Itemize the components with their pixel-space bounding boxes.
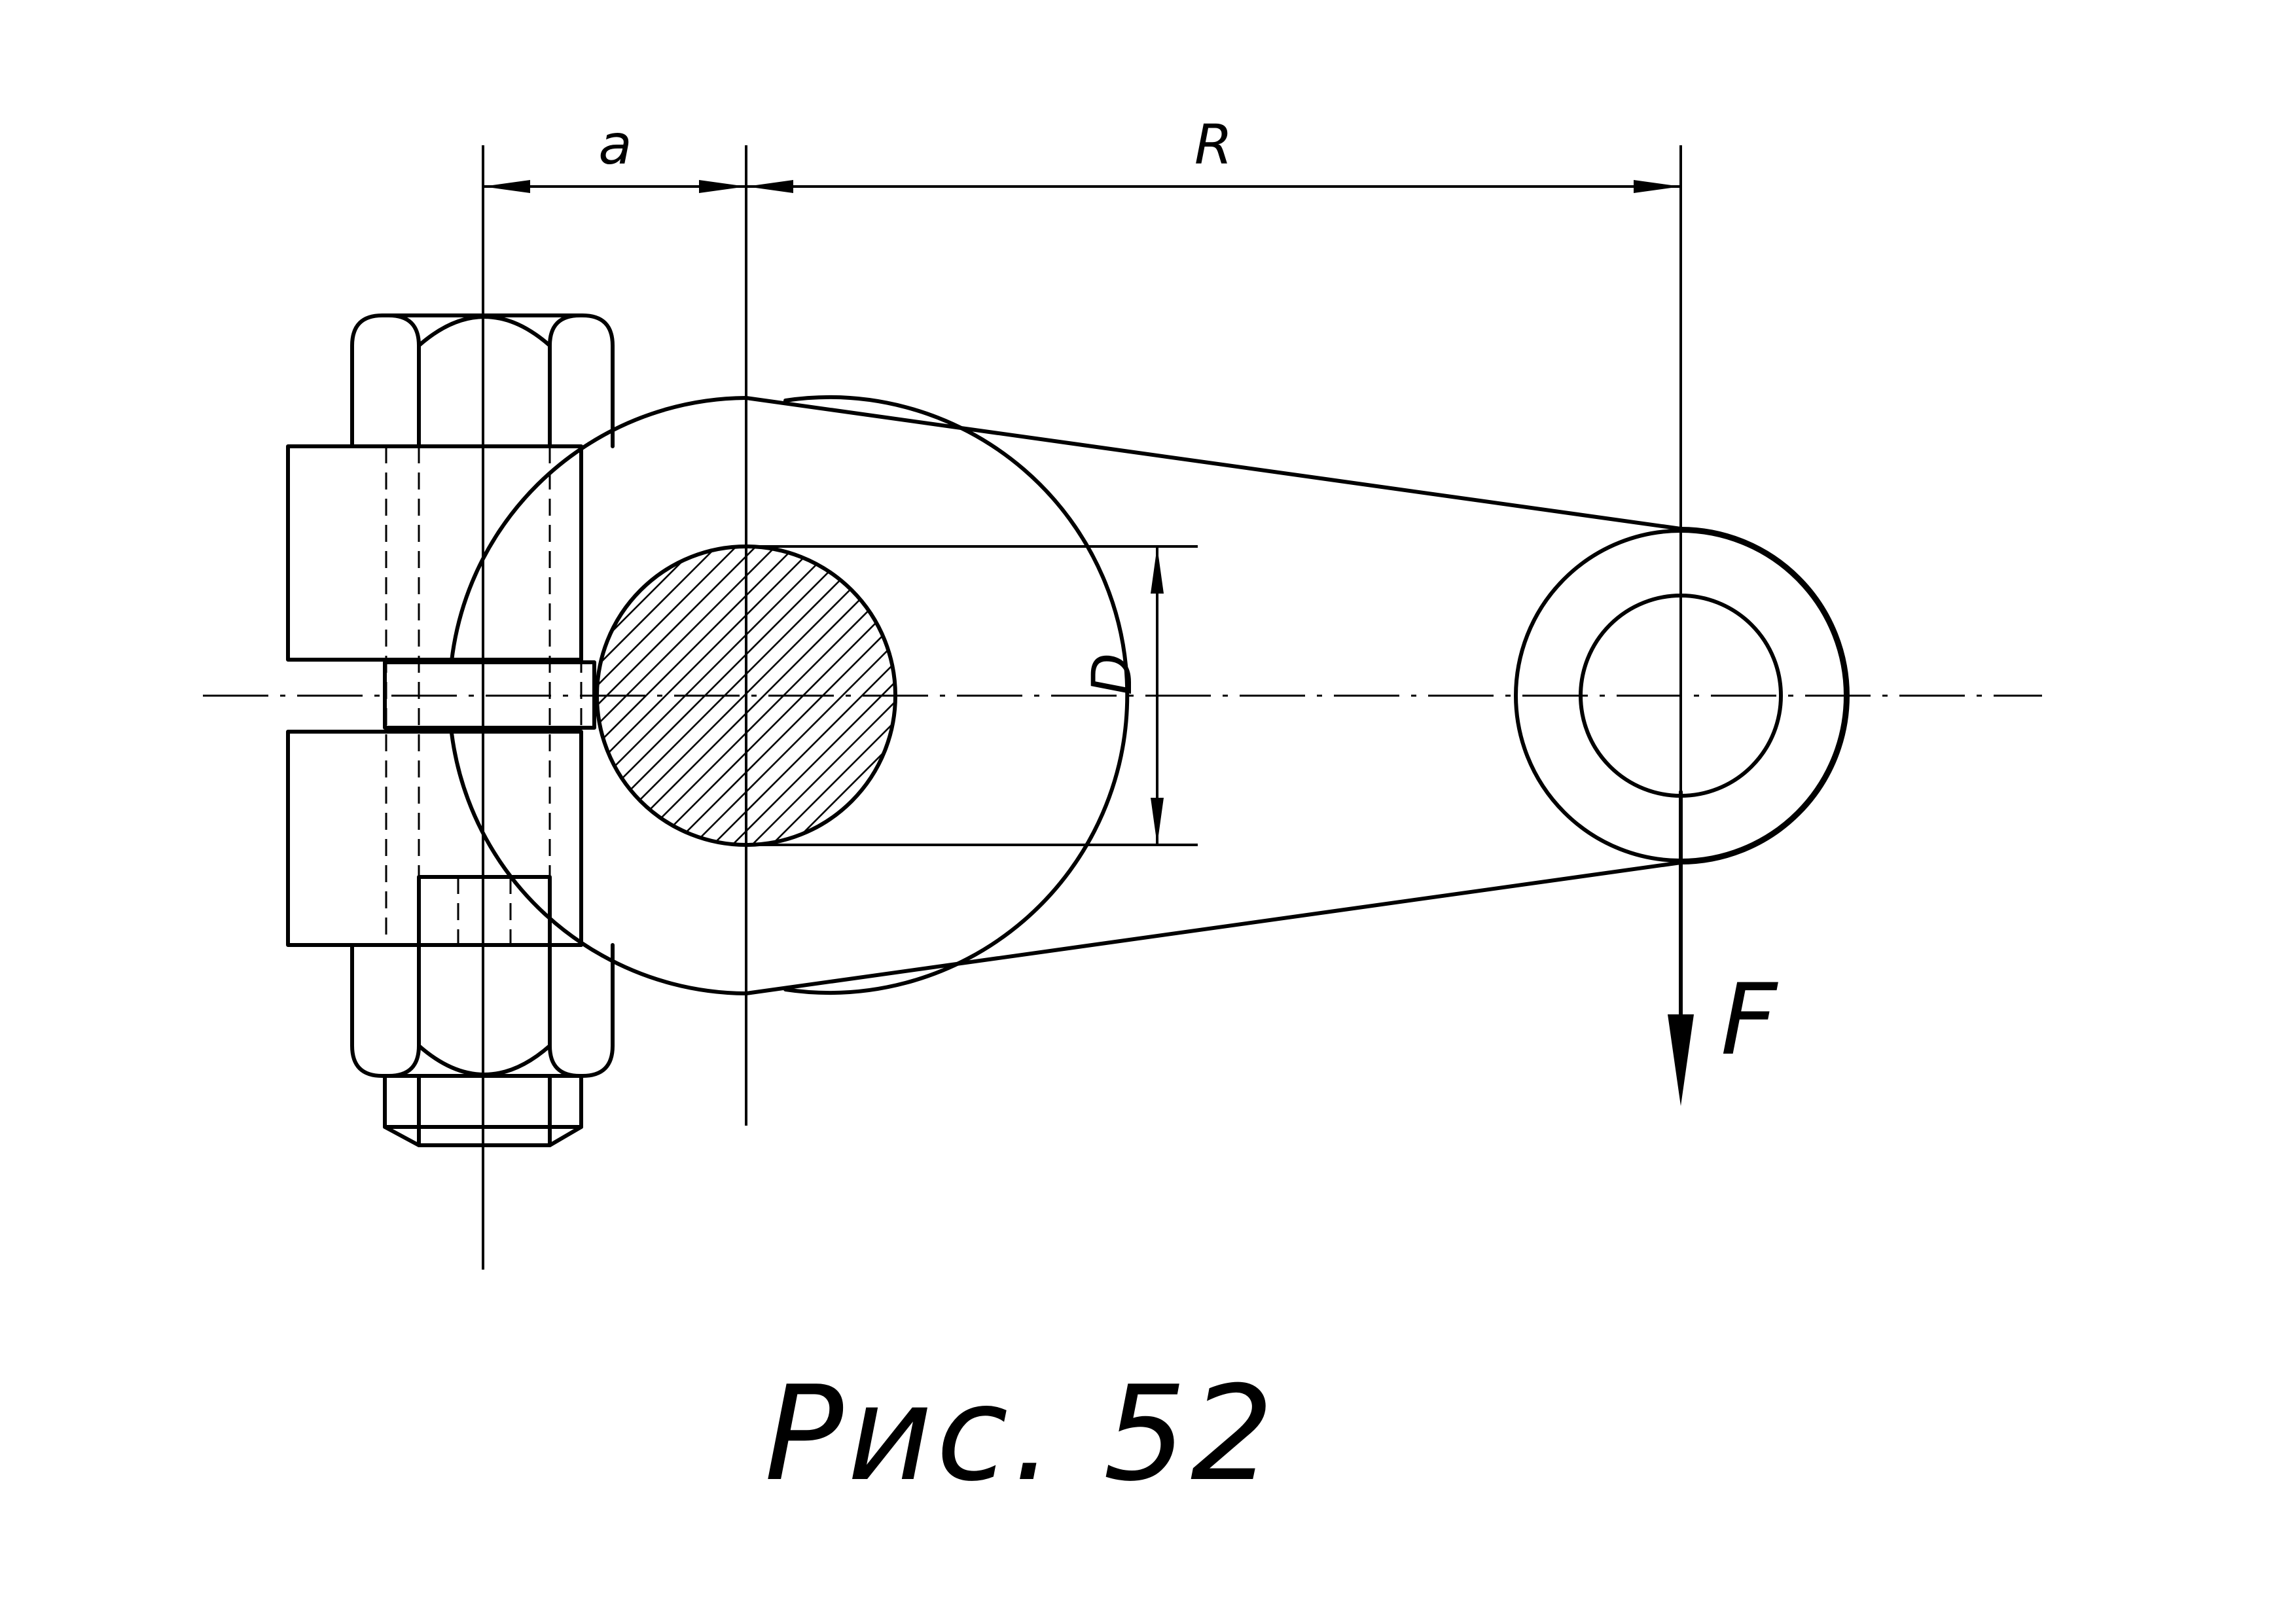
dim-a-label: a: [598, 113, 632, 177]
figure-caption: Рис. 52: [764, 1358, 1278, 1510]
force-arrow: F: [1668, 790, 1779, 1106]
upper-nut-face-left: [387, 313, 421, 448]
dim-D-label: D: [1080, 653, 1144, 696]
dim-D-arrow-top: [1151, 546, 1164, 594]
lower-lug-block: [286, 730, 583, 947]
dim-a-arrow-right: [699, 180, 746, 193]
upper-lug-block: [286, 444, 583, 662]
force-label: F: [1721, 963, 1779, 1077]
lever-boss-arc: [783, 395, 1130, 995]
lever-upper-edge: [744, 396, 1683, 531]
center-lines: [203, 145, 2042, 1270]
dim-D-arrow-bottom: [1151, 798, 1164, 845]
dimensions: a R D: [483, 113, 1681, 846]
lever-boss-left-arc-4: [600, 954, 748, 995]
lever-boss-left-arc-2: [450, 442, 591, 663]
lower-nut-face-right: [548, 943, 582, 1078]
dim-R-label: R: [1194, 113, 1232, 177]
lever-boss-left-arc-3: [450, 731, 604, 957]
dim-R-arrow-right: [1634, 180, 1681, 193]
clamp-bolt-assembly: [286, 313, 615, 1147]
upper-nut-face-right: [548, 313, 582, 448]
force-arrow-head: [1668, 1014, 1694, 1106]
dim-a-arrow-left: [483, 180, 530, 193]
lower-nut-face-left: [387, 943, 421, 1078]
dim-R-arrow-left: [746, 180, 793, 193]
lever-boss-left-arc: [587, 396, 748, 446]
lever-lower-edge: [744, 861, 1683, 995]
